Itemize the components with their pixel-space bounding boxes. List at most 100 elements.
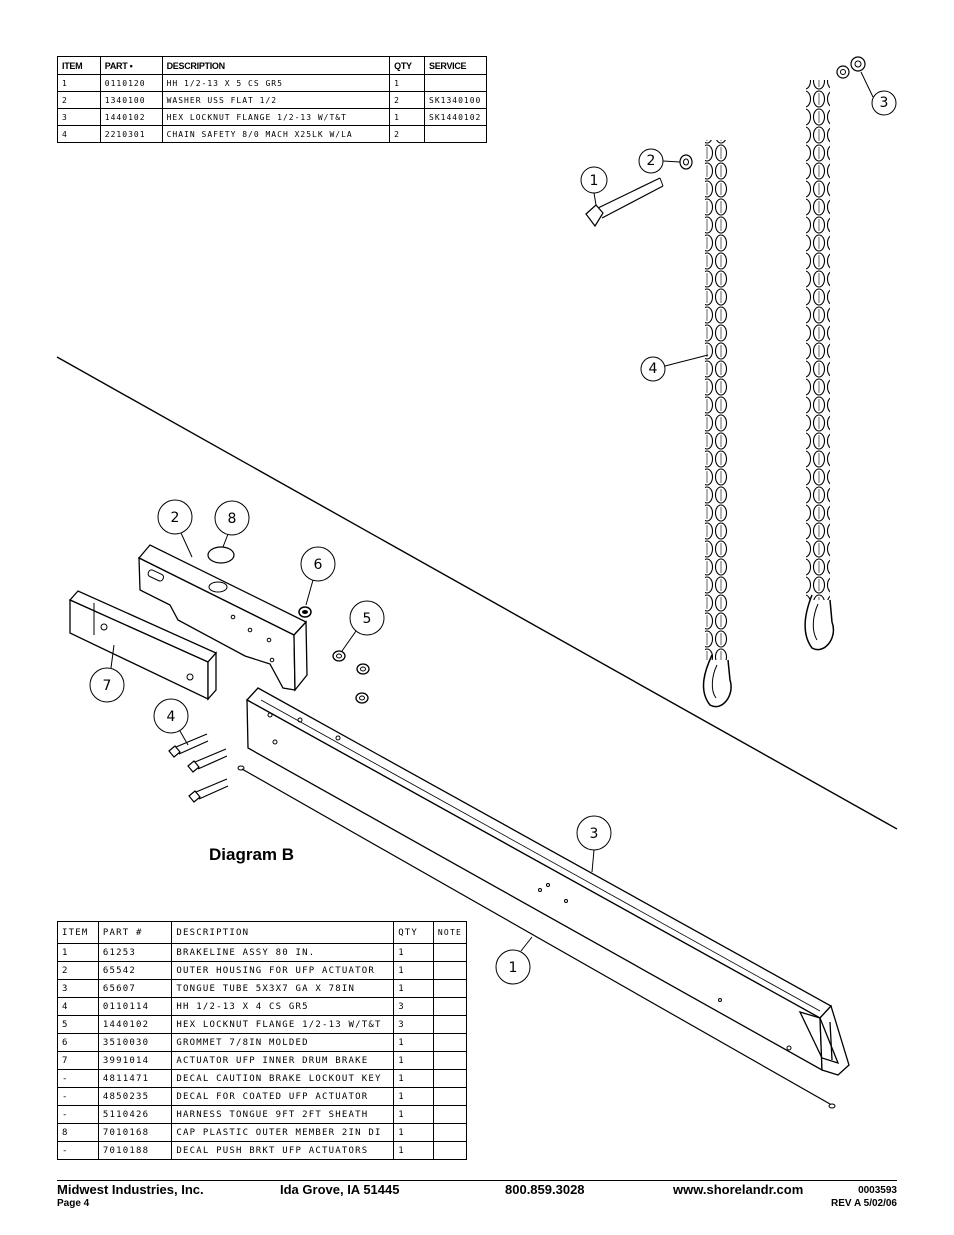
hex-bolts [168,733,229,803]
cell-description: WASHER USS FLAT 1/2 [161,91,391,109]
cell-item: - [57,1069,99,1088]
cell-qty: 1 [393,943,434,962]
washer-locknut-right [836,56,866,79]
footer-divider [57,1180,897,1181]
cell-qty: 1 [393,1105,434,1124]
cell-item: 5 [57,1015,99,1034]
cell-item: - [57,1087,99,1106]
footer-revision: REV A 5/02/06 [831,1198,897,1209]
svg-text:7: 7 [103,678,112,694]
cell-part: 1340100 [99,91,163,109]
inner-actuator [68,590,218,701]
cell-extra [424,74,487,92]
table-header-row: ITEM PART # DESCRIPTION QTY NOTE [57,921,468,944]
cell-part: 3510030 [97,1033,173,1052]
cell-qty: 1 [393,979,434,998]
cell-extra [432,943,468,962]
footer-city: Ida Grove, IA 51445 [280,1182,400,1197]
cell-qty: 1 [393,1123,434,1142]
cell-part: 5110426 [97,1105,173,1124]
cell-extra [432,979,468,998]
cell-part: 0110114 [97,997,173,1016]
cell-extra: SK1440102 [424,108,487,126]
footer-website[interactable]: www.shorelandr.com [673,1182,804,1197]
cell-part: 1440102 [99,108,163,126]
cell-qty: 1 [393,1051,434,1070]
cell-extra [432,997,468,1016]
cell-description: HEX LOCKNUT FLANGE 1/2-13 W/T&T [171,1015,395,1034]
cell-extra [424,125,487,143]
cell-qty: 1 [389,108,425,126]
cell-description: HARNESS TONGUE 9FT 2FT SHEATH [171,1105,395,1124]
cell-part: 1440102 [97,1015,173,1034]
cell-item: 1 [57,943,99,962]
cell-description: HEX LOCKNUT FLANGE 1/2-13 W/T&T [161,108,391,126]
cell-part: 65542 [97,961,173,980]
tongue-tube-holes [267,712,792,1051]
cell-part: 7010188 [97,1141,173,1160]
cell-description: CHAIN SAFETY 8/0 MACH X25LK W/LA [161,125,391,143]
header-note: NOTE [432,921,468,944]
cell-item: - [57,1105,99,1124]
cell-item: 3 [57,108,101,126]
cell-item: 2 [57,91,101,109]
svg-text:3: 3 [880,95,889,111]
cell-description: HH 1/2-13 X 5 CS GR5 [161,74,391,92]
cell-description: CAP PLASTIC OUTER MEMBER 2IN DI [171,1123,395,1142]
header-item: ITEM [57,56,101,75]
cell-item: 3 [57,979,99,998]
cell-extra [432,1051,468,1070]
cell-qty: 3 [393,1015,434,1034]
svg-text:4: 4 [167,709,176,725]
header-item: ITEM [57,921,99,944]
callout-2-bottom: 2 [157,499,193,558]
brakeline [237,765,836,1109]
cell-extra [432,1033,468,1052]
cell-part: 4850235 [97,1087,173,1106]
svg-text:1: 1 [509,960,518,976]
cell-description: BRAKELINE ASSY 80 IN. [171,943,395,962]
footer-page: Page 4 [57,1198,90,1209]
svg-text:4: 4 [649,361,658,377]
cell-item: 4 [57,997,99,1016]
cell-qty: 2 [389,91,425,109]
callout-3-bottom: 3 [576,815,612,873]
cell-extra [432,1087,468,1106]
cell-description: HH 1/2-13 X 4 CS GR5 [171,997,395,1016]
cell-item: 7 [57,1051,99,1070]
grommet [298,606,312,618]
header-part: PART # [97,921,173,944]
callout-5-bottom: 5 [341,600,385,652]
callout-1-top: 1 [580,166,608,206]
footer-doc-number: 0003593 [858,1185,897,1196]
table-header-row: ITEM PART • DESCRIPTION QTY SERVICE [57,56,487,75]
header-qty: QTY [393,921,434,944]
callout-3-top: 3 [860,71,897,116]
header-description: DESCRIPTION [171,921,395,944]
callout-2-top: 2 [638,148,681,174]
cell-qty: 1 [393,1069,434,1088]
cell-extra [432,1105,468,1124]
cell-description: GROMMET 7/8IN MOLDED [171,1033,395,1052]
callout-8-bottom: 8 [214,500,250,548]
cell-item: - [57,1141,99,1160]
cell-description: DECAL CAUTION BRAKE LOCKOUT KEY [171,1069,395,1088]
cell-item: 2 [57,961,99,980]
cell-item: 6 [57,1033,99,1052]
callout-4-top: 4 [640,354,709,382]
diagram-label: Diagram B [209,845,295,864]
cell-qty: 1 [393,961,434,980]
cell-description: ACTUATOR UFP INNER DRUM BRAKE [171,1051,395,1070]
cell-extra: SK1340100 [424,91,487,109]
cell-qty: 2 [389,125,425,143]
callout-1-bottom: 1 [495,936,533,985]
header-part: PART • [99,56,163,75]
